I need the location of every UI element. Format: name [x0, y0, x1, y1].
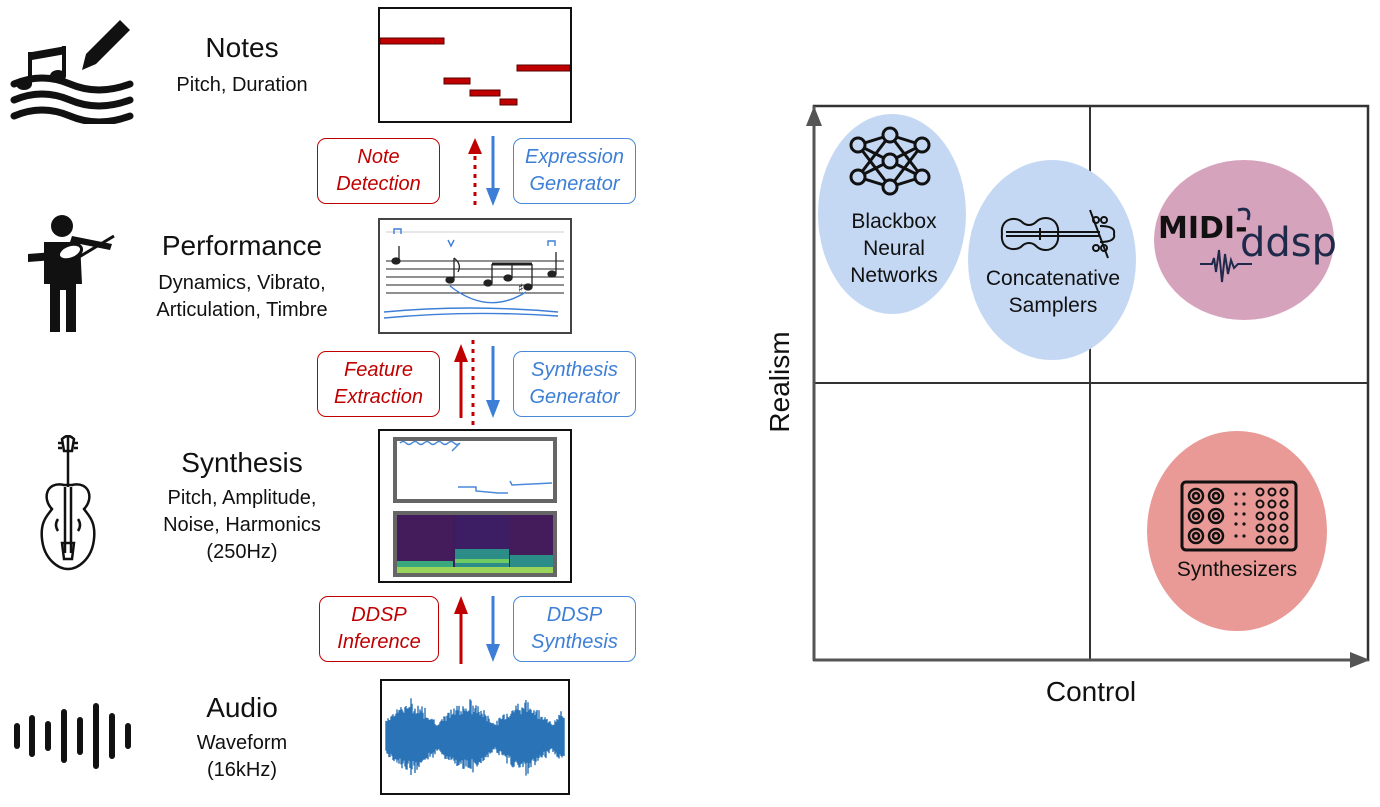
synth-label-line1: Synthesizers [1176, 558, 1298, 581]
up-arrow-2 [454, 344, 468, 418]
ddsp-inference-line1: DDSP [351, 604, 407, 626]
waveform-path [385, 698, 565, 776]
ddsp-inference-line2: Inference [337, 631, 421, 653]
sampler-bubble [968, 160, 1136, 360]
neural-label-line3: Networks [850, 264, 938, 287]
violin-icon [40, 435, 96, 571]
midi-bubble [1154, 160, 1334, 320]
waveform-graphic [385, 698, 565, 776]
note-detection-line1: Note [357, 146, 400, 168]
y-axis-label: Realism [764, 331, 795, 433]
sampler-label-line2: Samplers [1008, 294, 1098, 317]
violin-sampler-icon [1000, 209, 1116, 259]
synthesis-generator-line2: Generator [529, 386, 620, 408]
expression-generator-line2: Generator [529, 173, 620, 195]
x-axis-label: Control [1045, 676, 1137, 707]
sampler-label-line1: Concatenative [985, 267, 1121, 290]
violinist-icon [28, 215, 115, 332]
audio-title: Audio [206, 692, 278, 723]
synthesis-title: Synthesis [181, 447, 303, 478]
notes-title: Notes [205, 32, 279, 63]
down-arrow-1 [486, 136, 500, 206]
neural-label: Blackbox Neural Networks [832, 208, 956, 289]
sampler-label: Concatenative Samplers [972, 265, 1134, 319]
down-arrow-3 [486, 596, 500, 662]
feature-extraction-line2: Extraction [334, 386, 423, 408]
piano-roll-panel [378, 7, 572, 123]
synthesis-subtitle-2: Noise, Harmonics [163, 514, 321, 536]
neural-label-line2: Neural [863, 237, 925, 260]
score-graphic: ♯ [383, 228, 564, 319]
up-arrow-3 [454, 596, 468, 664]
ddsp-synthesis-line2: Synthesis [531, 631, 618, 653]
svg-text:♯: ♯ [518, 281, 524, 295]
sound-bars-icon [14, 703, 131, 769]
expression-generator-line1: Expression [525, 146, 624, 168]
piano-roll-graphic [379, 37, 571, 106]
synth-knobs-icon [1180, 480, 1298, 552]
synth-label: Synthesizers [1160, 556, 1314, 583]
notes-subtitle: Pitch, Duration [176, 74, 308, 96]
quadrant-chart [806, 104, 1370, 668]
synthesis-subtitle-1: Pitch, Amplitude, [167, 487, 317, 509]
up-arrow-dotted-1 [468, 138, 482, 208]
note-detection-line2: Detection [336, 173, 421, 195]
down-arrow-2 [486, 346, 500, 418]
svg-text:MIDI-: MIDI- [1158, 211, 1248, 246]
dotted-line-2 [471, 340, 475, 428]
music-notes-icon [10, 20, 134, 124]
synthesis-subtitle-3: (250Hz) [206, 541, 278, 563]
ddsp-synthesis-line1: DDSP [546, 604, 603, 626]
ddsp-inference-label: DDSP Inference [319, 596, 439, 662]
waveform-panel [380, 679, 570, 795]
neural-label-line1: Blackbox [851, 210, 937, 233]
score-panel: ♯ [378, 218, 572, 334]
performance-subtitle-1: Dynamics, Vibrato, [158, 272, 326, 294]
performance-subtitle-2: Articulation, Timbre [156, 299, 328, 321]
performance-title: Performance [161, 230, 323, 261]
neural-network-icon [849, 126, 931, 196]
synthesis-panel [378, 429, 572, 583]
midi-ddsp-logo: MIDI- ddsp [1158, 207, 1336, 283]
svg-text:ddsp: ddsp [1240, 220, 1336, 266]
feature-extraction-line1: Feature [344, 359, 413, 381]
synthesis-graphic [393, 437, 557, 577]
neural-bubble [818, 114, 966, 314]
audio-subtitle-2: (16kHz) [206, 759, 277, 781]
synthesis-generator-line1: Synthesis [531, 359, 618, 381]
audio-subtitle-1: Waveform [196, 732, 288, 754]
ddsp-synthesis-label: DDSP Synthesis [513, 596, 636, 662]
